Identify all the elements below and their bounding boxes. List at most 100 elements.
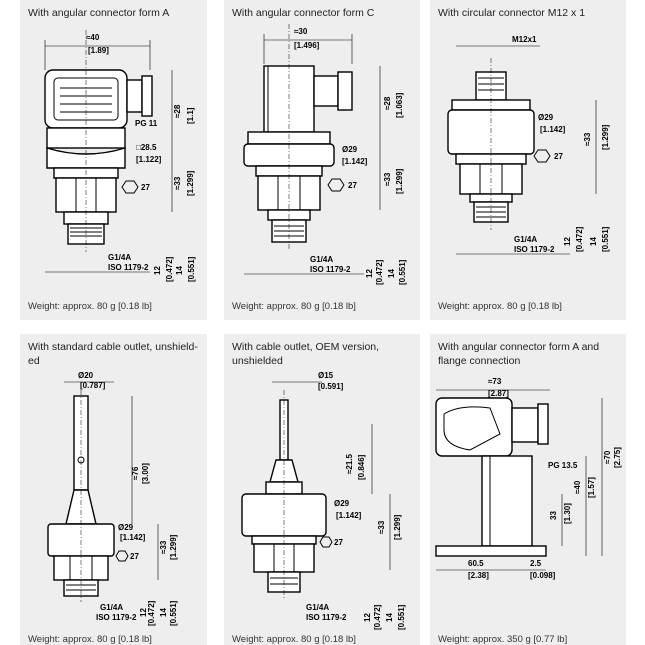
label-pg: PG 13.5 — [548, 461, 578, 470]
drawing-standard-cable: Ø20 [0.787] ≈76 [3.00] Ø29 [1.142] ≈33 [… — [47, 371, 178, 626]
dim-overall-h: ≈70 — [603, 450, 612, 464]
panel-title: With angular connector form A — [28, 7, 170, 19]
dim-cable-h: ≈21.5 — [345, 453, 354, 474]
hex-icon — [327, 178, 345, 192]
cable-gland — [313, 75, 339, 107]
drawing-angular-connector-c: ≈30 [1.496] ≈28 [1.063] Ø29 [1.142] 27 ≈… — [243, 24, 407, 285]
cable-gland — [511, 407, 539, 443]
dim-h12: 12 — [153, 266, 162, 275]
panel-title: With angular connector form A and flange… — [438, 341, 600, 367]
dim-h12: 12 — [363, 613, 372, 622]
dim-dia29: Ø29 — [334, 499, 350, 508]
dim-h12-in: [0.472] — [575, 226, 584, 252]
dim-mid-h: ≈40 — [573, 480, 582, 494]
dim-body-h: ≈33 — [377, 520, 386, 534]
dim-top-width: ≈73 — [488, 377, 502, 386]
dim-h12-in: [0.472] — [375, 259, 384, 285]
dim-body-h: ≈33 — [173, 176, 182, 190]
dim-dia20: Ø20 — [78, 371, 94, 380]
dim-overall-h-in: [2.75] — [613, 447, 622, 468]
dim-body-h: ≈33 — [583, 132, 592, 146]
label-thread: G1/4A — [100, 603, 123, 612]
dim-top-width-in: [2.87] — [488, 389, 509, 398]
panel-standard-cable-outlet: With standard cable outlet, unshield-ed … — [20, 334, 207, 645]
dim-conn-h-in: [1.1] — [186, 107, 195, 124]
dim-m12: M12x1 — [512, 35, 537, 44]
dim-dia15-in: [0.591] — [318, 382, 344, 391]
dim-inner-h: 33 — [549, 511, 558, 520]
panel-weight: Weight: approx. 80 g [0.18 lb] — [28, 634, 152, 645]
dim-cable-h-in: [3.00] — [141, 463, 150, 484]
panel-weight: Weight: approx. 80 g [0.18 lb] — [232, 634, 356, 645]
dim-conn-h-in: [1.063] — [395, 92, 404, 118]
label-thread: G1/4A — [108, 253, 131, 262]
dim-conn-h: ≈28 — [383, 96, 392, 110]
dim-base-w: 60.5 — [468, 559, 484, 568]
label-hex: 27 — [554, 152, 563, 161]
dim-body-h-in: [1.299] — [393, 514, 402, 540]
dim-body-h-in: [1.299] — [169, 534, 178, 560]
panel-title: With cable outlet, OEM version, unshield… — [232, 341, 380, 367]
dim-square: □28.5 — [136, 143, 157, 152]
dim-foot-w: 2.5 — [530, 559, 542, 568]
dim-base-w-in: [2.38] — [468, 571, 489, 580]
dim-top-width-in: [1.89] — [88, 46, 109, 55]
label-thread: G1/4A — [310, 255, 333, 264]
panel-weight: Weight: approx. 80 g [0.18 lb] — [28, 301, 152, 312]
dim-h14: 14 — [175, 266, 184, 275]
dim-h12: 12 — [563, 237, 572, 246]
dim-dia: Ø29 — [538, 113, 554, 122]
panel-flange-connection: With angular connector form A and flange… — [430, 334, 626, 645]
panel-angular-connector-form-c: With angular connector form C ≈30 [1.496… — [224, 0, 420, 320]
drawing-circular-connector: M12x1 Ø29 [1.142] 27 ≈33 [1.299] G1/4A I… — [447, 35, 610, 255]
hex-icon — [319, 536, 333, 548]
dim-dia15: Ø15 — [318, 371, 334, 380]
dim-dia-in: [1.142] — [540, 125, 566, 134]
label-thread: G1/4A — [514, 235, 537, 244]
panel-weight: Weight: approx. 350 g [0.77 lb] — [438, 634, 568, 645]
dim-cable-h: ≈76 — [131, 466, 140, 480]
dim-h12-in: [0.472] — [373, 604, 382, 630]
dim-dia: Ø29 — [342, 145, 358, 154]
dim-h12: 12 — [365, 269, 374, 278]
dim-cable-h-in: [0.846] — [357, 454, 366, 480]
label-hex: 27 — [334, 538, 343, 547]
dim-dia29-in: [1.142] — [336, 511, 362, 520]
dim-body-h-in: [1.299] — [395, 168, 404, 194]
label-pg: PG 11 — [135, 119, 158, 128]
dim-h14-in: [0.551] — [187, 256, 196, 282]
dim-h12: 12 — [139, 608, 148, 617]
drawing-flange: ≈73 [2.87] PG 13.5 ≈70 [2.75] ≈40 [1.57]… — [435, 377, 622, 580]
panel-circular-connector-m12: With circular connector M12 x 1 M12x1 Ø2… — [430, 0, 626, 320]
panel-cable-outlet-oem: With cable outlet, OEM version, unshield… — [224, 334, 420, 645]
hex-icon — [121, 180, 139, 194]
label-thread: G1/4A — [306, 603, 329, 612]
cable-gland — [126, 79, 143, 113]
dim-h12-in: [0.472] — [165, 256, 174, 282]
dim-top-width-in: [1.496] — [294, 41, 320, 50]
flange-base — [435, 545, 547, 557]
label-iso: ISO 1179-2 — [108, 263, 149, 272]
label-iso: ISO 1179-2 — [306, 613, 347, 622]
dim-h14-in: [0.551] — [398, 259, 407, 285]
dim-h12-in: [0.472] — [147, 600, 156, 626]
panel-title: With standard cable outlet, unshield-ed — [28, 341, 198, 367]
label-hex: 27 — [348, 181, 357, 190]
label-hex: 27 — [130, 552, 139, 561]
dim-body-h: ≈33 — [383, 172, 392, 186]
dim-inner-h-in: [1.30] — [563, 503, 572, 524]
dim-h14-in: [0.551] — [601, 226, 610, 252]
panel-angular-connector-form-a: With angular connector form A ≈40 [1.89]… — [20, 0, 207, 320]
panel-title: With angular connector form C — [232, 7, 375, 19]
dim-body-h: ≈33 — [159, 540, 168, 554]
label-hex: 27 — [141, 183, 150, 192]
dim-body-h-in: [1.299] — [186, 170, 195, 196]
dim-foot-w-in: [0.098] — [530, 571, 556, 580]
dim-dia-in: [1.142] — [342, 157, 368, 166]
dim-dia29: Ø29 — [118, 523, 134, 532]
drawing-oem-cable: Ø15 [0.591] ≈21.5 [0.846] Ø29 [1.142] ≈3… — [241, 371, 406, 630]
dim-h14: 14 — [385, 613, 394, 622]
label-iso: ISO 1179-2 — [514, 245, 555, 254]
hex-icon — [115, 550, 129, 562]
dim-h14: 14 — [159, 608, 168, 617]
